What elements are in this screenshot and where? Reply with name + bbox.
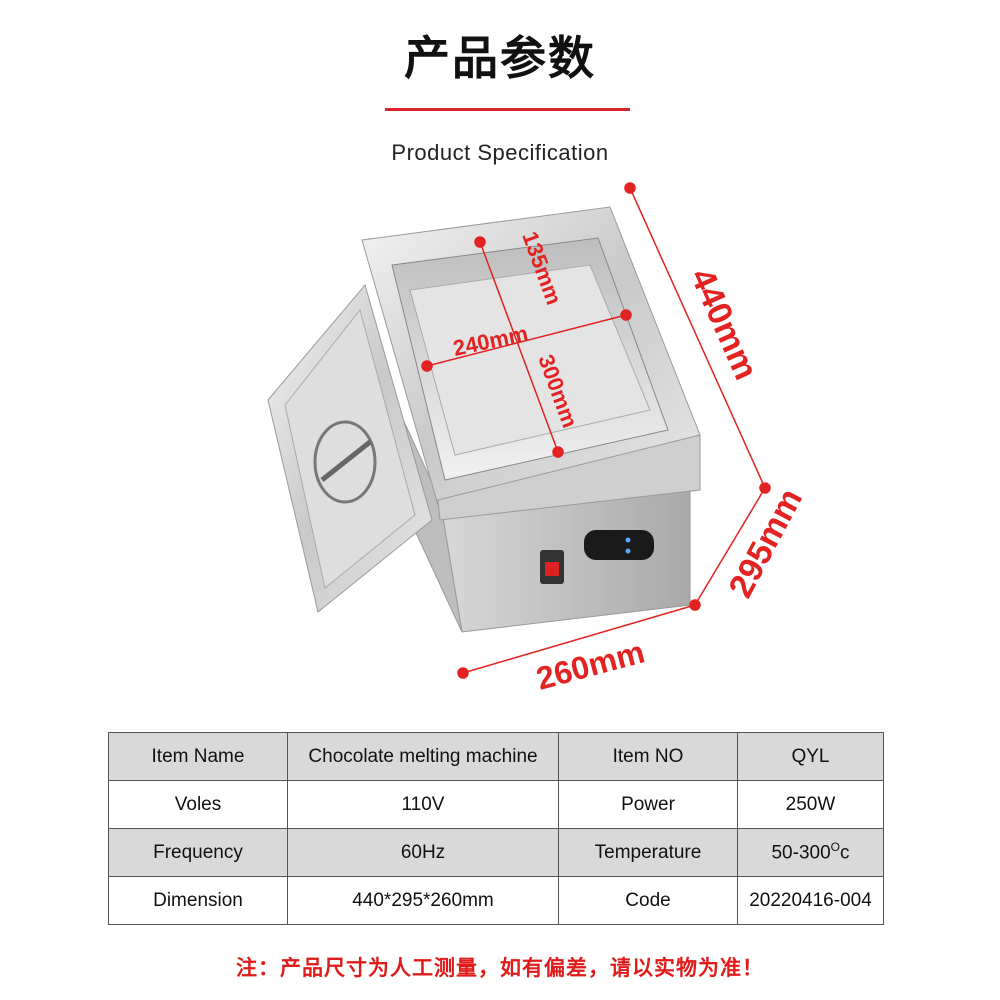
lid	[267, 283, 433, 613]
dim-outer-height: 295mm	[722, 482, 811, 603]
table-cell: Frequency	[108, 828, 288, 877]
table-cell: Voles	[108, 780, 288, 829]
table-row: Frequency 60Hz Temperature 50-300Oc	[108, 828, 884, 877]
page-subtitle: Product Specification	[391, 140, 609, 165]
table-row: Dimension 440*295*260mm Code 20220416-00…	[108, 876, 884, 925]
temperature-value: 50-300	[771, 842, 831, 864]
table-cell: Power	[558, 780, 738, 829]
dimension-lines	[421, 182, 771, 679]
table-cell: 250W	[737, 780, 884, 829]
table-cell: QYL	[737, 732, 884, 781]
table-cell: Dimension	[108, 876, 288, 925]
table-row: Item Name Chocolate melting machine Item…	[108, 732, 884, 781]
spec-table: Item Name Chocolate melting machine Item…	[108, 732, 884, 925]
table-cell: Chocolate melting machine	[287, 732, 559, 781]
title-divider	[385, 108, 630, 111]
table-cell-temperature: 50-300Oc	[737, 828, 884, 877]
dim-outer-width: 260mm	[532, 633, 648, 696]
table-cell: 110V	[287, 780, 559, 829]
power-light	[545, 562, 559, 576]
table-cell: Item NO	[558, 732, 738, 781]
product-illustration: 135mm 240mm 300mm 440mm 295mm 260mm	[267, 182, 810, 697]
table-cell: Temperature	[558, 828, 738, 877]
table-row: Voles 110V Power 250W	[108, 780, 884, 829]
page-title: 产品参数	[404, 31, 596, 85]
temperature-unit: c	[840, 842, 850, 864]
temperature-degree: O	[830, 840, 840, 855]
table-cell: 20220416-004	[737, 876, 884, 925]
table-cell: Item Name	[108, 732, 288, 781]
dim-outer-length: 440mm	[683, 263, 765, 386]
table-cell: Code	[558, 876, 738, 925]
control-panel	[584, 530, 654, 560]
machine-top	[361, 206, 701, 521]
table-cell: 440*295*260mm	[287, 876, 559, 925]
disclaimer-note: 注：产品尺寸为人工测量，如有偏差，请以实物为准！	[236, 956, 764, 980]
table-cell: 60Hz	[287, 828, 559, 877]
